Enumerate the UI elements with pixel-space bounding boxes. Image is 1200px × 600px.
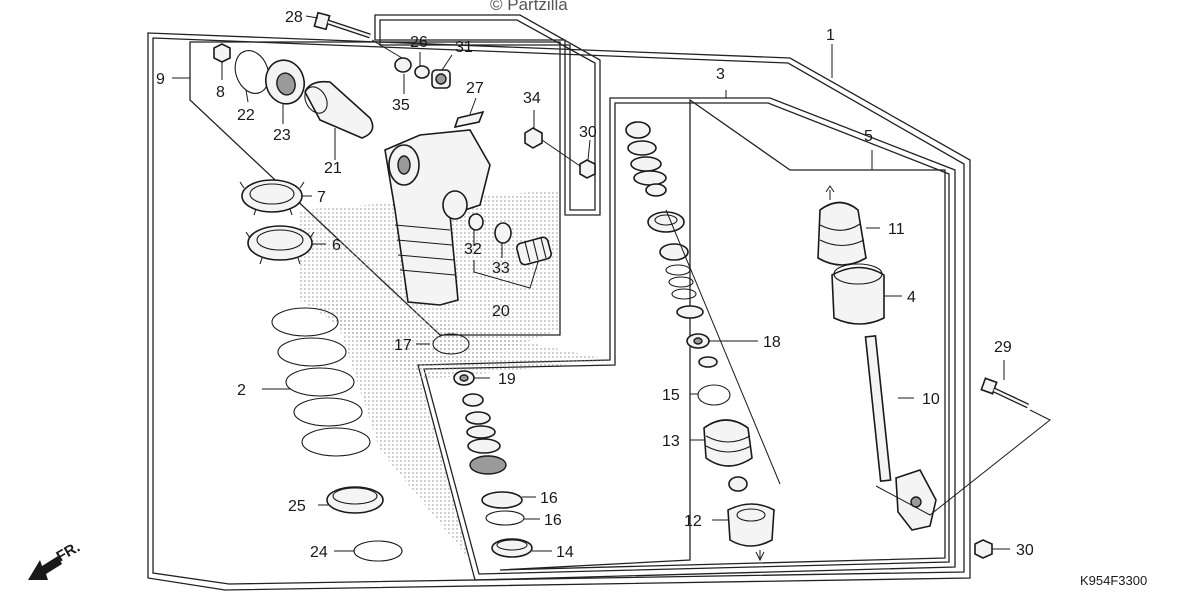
part-locknut-7 <box>239 179 305 216</box>
callout-8: 8 <box>216 84 225 101</box>
callout-7: 7 <box>317 189 326 206</box>
callout-16-a: 16 <box>540 490 558 507</box>
callout-1: 1 <box>826 27 835 44</box>
part-oring-33 <box>494 222 512 244</box>
front-direction-arrow-icon <box>28 556 62 580</box>
part-adjusternut-6 <box>245 225 315 265</box>
callout-15: 15 <box>662 387 680 404</box>
part-nut-30-upper <box>579 159 596 179</box>
part-collar-25 <box>326 486 384 514</box>
callout-labels: 1 2 3 4 5 6 7 8 9 10 11 12 13 14 15 16 1… <box>156 9 1034 561</box>
part-adjuster-20 <box>516 236 552 266</box>
part-small-cap <box>728 476 748 492</box>
frame-group-5 <box>499 98 946 571</box>
callout-29: 29 <box>994 339 1012 356</box>
callout-25: 25 <box>288 498 306 515</box>
part-nut-8 <box>213 43 231 63</box>
part-bolt-28 <box>313 11 371 39</box>
callout-17: 17 <box>394 337 412 354</box>
callout-4: 4 <box>907 289 916 306</box>
callout-5: 5 <box>864 128 873 145</box>
part-oring-32 <box>468 213 484 231</box>
callout-33: 33 <box>492 260 510 277</box>
frame-bolt-28 <box>374 14 601 216</box>
callout-16-b: 16 <box>544 512 562 529</box>
part-cap-31 <box>431 69 451 89</box>
part-bump-rubber-11 <box>817 201 867 266</box>
callout-21: 21 <box>324 160 342 177</box>
part-damper-body <box>384 129 491 306</box>
part-oring-35 <box>394 57 412 73</box>
callout-34: 34 <box>523 90 541 107</box>
callout-20: 20 <box>492 303 510 320</box>
part-spring-2 <box>271 307 371 457</box>
callout-35: 35 <box>392 97 410 114</box>
part-piston-stack <box>659 243 704 319</box>
shaded-area-lower <box>330 300 610 560</box>
part-ring-17 <box>432 333 470 355</box>
callout-27: 27 <box>466 80 484 97</box>
part-reservoir-21 <box>304 80 374 139</box>
callout-23: 23 <box>273 127 291 144</box>
leader-lines <box>172 15 1051 562</box>
callout-2: 2 <box>237 382 246 399</box>
part-bolt-29 <box>980 377 1030 409</box>
callout-19: 19 <box>498 371 516 388</box>
callout-9: 9 <box>156 71 165 88</box>
frame-assembly-1 <box>147 32 971 591</box>
part-ring-16-lower <box>485 510 525 526</box>
part-ring-15 <box>697 384 731 406</box>
callout-6: 6 <box>332 237 341 254</box>
callout-26: 26 <box>410 34 428 51</box>
callout-18: 18 <box>763 334 781 351</box>
watermark-text: © Partzilla <box>490 0 568 14</box>
part-shim-stack-upper <box>625 121 667 197</box>
part-piston-rod-10 <box>864 334 937 531</box>
part-spacer <box>698 356 718 368</box>
callout-10: 10 <box>922 391 940 408</box>
part-washer-18 <box>686 333 710 349</box>
callout-3: 3 <box>716 66 725 83</box>
callout-31: 31 <box>455 39 473 56</box>
part-bushing-14 <box>491 538 533 558</box>
callout-13: 13 <box>662 433 680 450</box>
callout-32: 32 <box>464 241 482 258</box>
callout-30-lower: 30 <box>1016 542 1034 559</box>
part-nut-30-lower <box>974 539 993 559</box>
callout-22: 22 <box>237 107 255 124</box>
part-ring-16-upper <box>481 491 523 509</box>
part-circlip-24 <box>353 540 403 562</box>
callout-28: 28 <box>285 9 303 26</box>
callout-24: 24 <box>310 544 328 561</box>
part-piston-collar <box>647 211 685 233</box>
part-valve-stack-lower <box>462 393 507 475</box>
part-label-27 <box>453 110 485 129</box>
part-nut-34 <box>524 127 543 149</box>
part-bladder-23 <box>264 59 306 105</box>
part-bump-rubber-13 <box>703 419 753 467</box>
part-ring-22 <box>234 50 270 94</box>
part-cover-4 <box>831 263 885 325</box>
diagram-code: K954F3300 <box>1080 573 1147 588</box>
part-nut-19 <box>453 370 475 386</box>
callout-30-upper: 30 <box>579 124 597 141</box>
callout-14: 14 <box>556 544 574 561</box>
part-oring-26 <box>414 65 430 79</box>
part-cap-12 <box>727 503 775 547</box>
callout-12: 12 <box>684 513 702 530</box>
callout-11: 11 <box>888 221 905 238</box>
